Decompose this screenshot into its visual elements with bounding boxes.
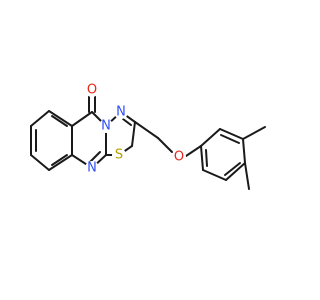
bond <box>30 110 50 127</box>
bond <box>48 154 73 171</box>
bond <box>242 138 246 164</box>
benzene-ring <box>30 110 73 171</box>
double-bond-inner <box>51 115 68 127</box>
double-bond-inner <box>51 154 68 166</box>
double-bond-inner <box>224 162 241 176</box>
methyl-bond <box>242 126 266 140</box>
atom-label-s1: S <box>115 148 123 163</box>
bond <box>219 128 244 140</box>
atom-label-n1: N <box>101 119 111 134</box>
atom-label-n3: N <box>87 161 97 176</box>
bond <box>71 111 93 127</box>
double-bond-inner <box>220 134 240 144</box>
double-bond-inner <box>205 149 208 167</box>
atom-label-o2: O <box>174 150 184 165</box>
atom-label-background <box>112 148 126 162</box>
bond <box>202 169 227 181</box>
atom-label-background <box>85 161 99 175</box>
atom-label-background <box>85 83 99 97</box>
atom-label-o1: O <box>87 83 97 98</box>
double-bond-inner <box>89 151 101 163</box>
bond <box>200 145 204 171</box>
atom-label-n2: N <box>116 105 126 120</box>
methyl-bond <box>244 162 250 190</box>
bond <box>134 121 159 139</box>
atom-label-background <box>172 150 186 164</box>
bond <box>157 137 173 153</box>
atom-label-background <box>99 119 113 133</box>
bond <box>225 162 246 181</box>
dimethylphenyl-ring <box>200 126 266 190</box>
atom-label-background <box>114 105 128 119</box>
pyrimidinone-ring <box>71 95 107 169</box>
double-bond-inner <box>122 118 132 126</box>
ether-linker <box>134 121 202 157</box>
bond <box>200 128 221 147</box>
bond <box>185 145 202 157</box>
bond <box>48 110 73 127</box>
bond <box>30 154 50 171</box>
bond <box>131 121 136 147</box>
